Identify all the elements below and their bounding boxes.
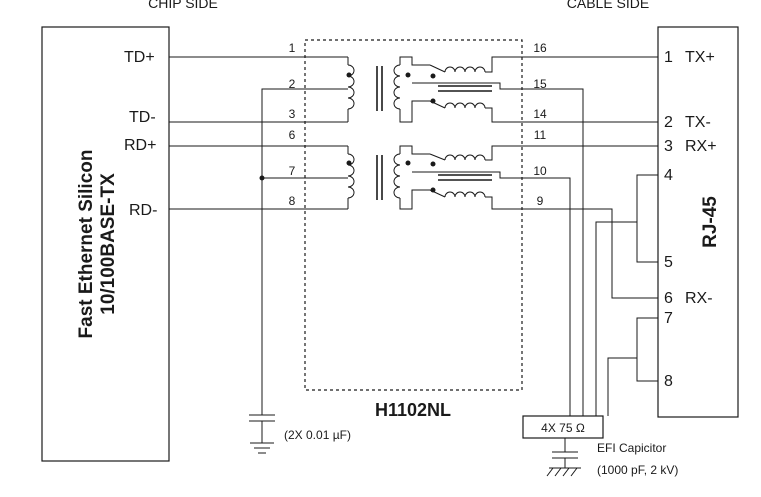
rj45-pin-5: 5 bbox=[664, 254, 673, 271]
capacitor-icon bbox=[552, 451, 578, 468]
transformer-icon bbox=[346, 145, 430, 210]
chip-block bbox=[41, 26, 170, 462]
rj45-pin-2: 2 bbox=[664, 114, 673, 131]
rj45-signal-rx-minus: RX- bbox=[685, 290, 713, 307]
rj45-pin-8: 8 bbox=[664, 373, 673, 390]
pin-2: 2 bbox=[289, 77, 296, 91]
resistor-network-label: 4X 75 Ω bbox=[541, 421, 585, 435]
h1102nl-module-outline bbox=[304, 39, 523, 391]
ground-icon bbox=[250, 442, 274, 454]
rj45-connector bbox=[657, 26, 739, 418]
junction-dot bbox=[259, 175, 265, 181]
chip-side-capacitor-label: (2X 0.01 µF) bbox=[284, 428, 351, 442]
signal-rd-plus: RD+ bbox=[124, 137, 156, 154]
cable-side-header: CABLE SIDE bbox=[567, 0, 649, 11]
rj45-pin-4: 4 bbox=[664, 167, 673, 184]
rj45-pin-6: 6 bbox=[664, 290, 673, 307]
signal-td-minus: TD- bbox=[129, 109, 156, 126]
ground-icon bbox=[546, 467, 581, 477]
rj45-pin-7: 7 bbox=[664, 310, 673, 327]
pin-15: 15 bbox=[533, 77, 547, 91]
pin-10: 10 bbox=[533, 164, 547, 178]
pin-8: 8 bbox=[289, 194, 296, 208]
common-mode-choke-icon bbox=[412, 56, 520, 123]
pin-7: 7 bbox=[289, 164, 296, 178]
rj45-signal-tx-minus: TX- bbox=[685, 114, 711, 131]
rj45-pin-3: 3 bbox=[664, 138, 673, 155]
pin-6: 6 bbox=[289, 128, 296, 142]
chip-block-title: Fast Ethernet Silicon bbox=[76, 150, 97, 339]
pin-14: 14 bbox=[533, 107, 547, 121]
pin-3: 3 bbox=[289, 107, 296, 121]
pin-1: 1 bbox=[289, 41, 296, 55]
chip-side-wiring bbox=[169, 56, 348, 415]
rj45-signal-rx-plus: RX+ bbox=[685, 138, 717, 155]
rj45-pin-1: 1 bbox=[664, 49, 673, 66]
capacitor-icon bbox=[249, 414, 275, 443]
chip-block-labels: Fast Ethernet Silicon 10/100BASE-TX bbox=[76, 150, 119, 339]
pin-9: 9 bbox=[537, 194, 544, 208]
chip-block-subtitle: 10/100BASE-TX bbox=[98, 173, 119, 315]
pin-16: 16 bbox=[533, 41, 547, 55]
signal-rd-minus: RD- bbox=[129, 202, 157, 219]
rj45-label: RJ-45 bbox=[700, 196, 721, 248]
resistor-network bbox=[522, 415, 604, 439]
common-mode-choke-icon bbox=[412, 145, 520, 210]
pin-11: 11 bbox=[534, 128, 547, 142]
cable-side-wiring bbox=[520, 56, 658, 452]
signal-td-plus: TD+ bbox=[124, 49, 155, 66]
efi-capacitor-label: EFI Capicitor bbox=[597, 441, 666, 455]
transformer-icon bbox=[346, 56, 430, 123]
module-name: H1102NL bbox=[375, 400, 451, 420]
chip-side-header: CHIP SIDE bbox=[148, 0, 218, 11]
efi-capacitor-value: (1000 pF, 2 kV) bbox=[597, 463, 678, 477]
rj45-signal-tx-plus: TX+ bbox=[685, 49, 715, 66]
